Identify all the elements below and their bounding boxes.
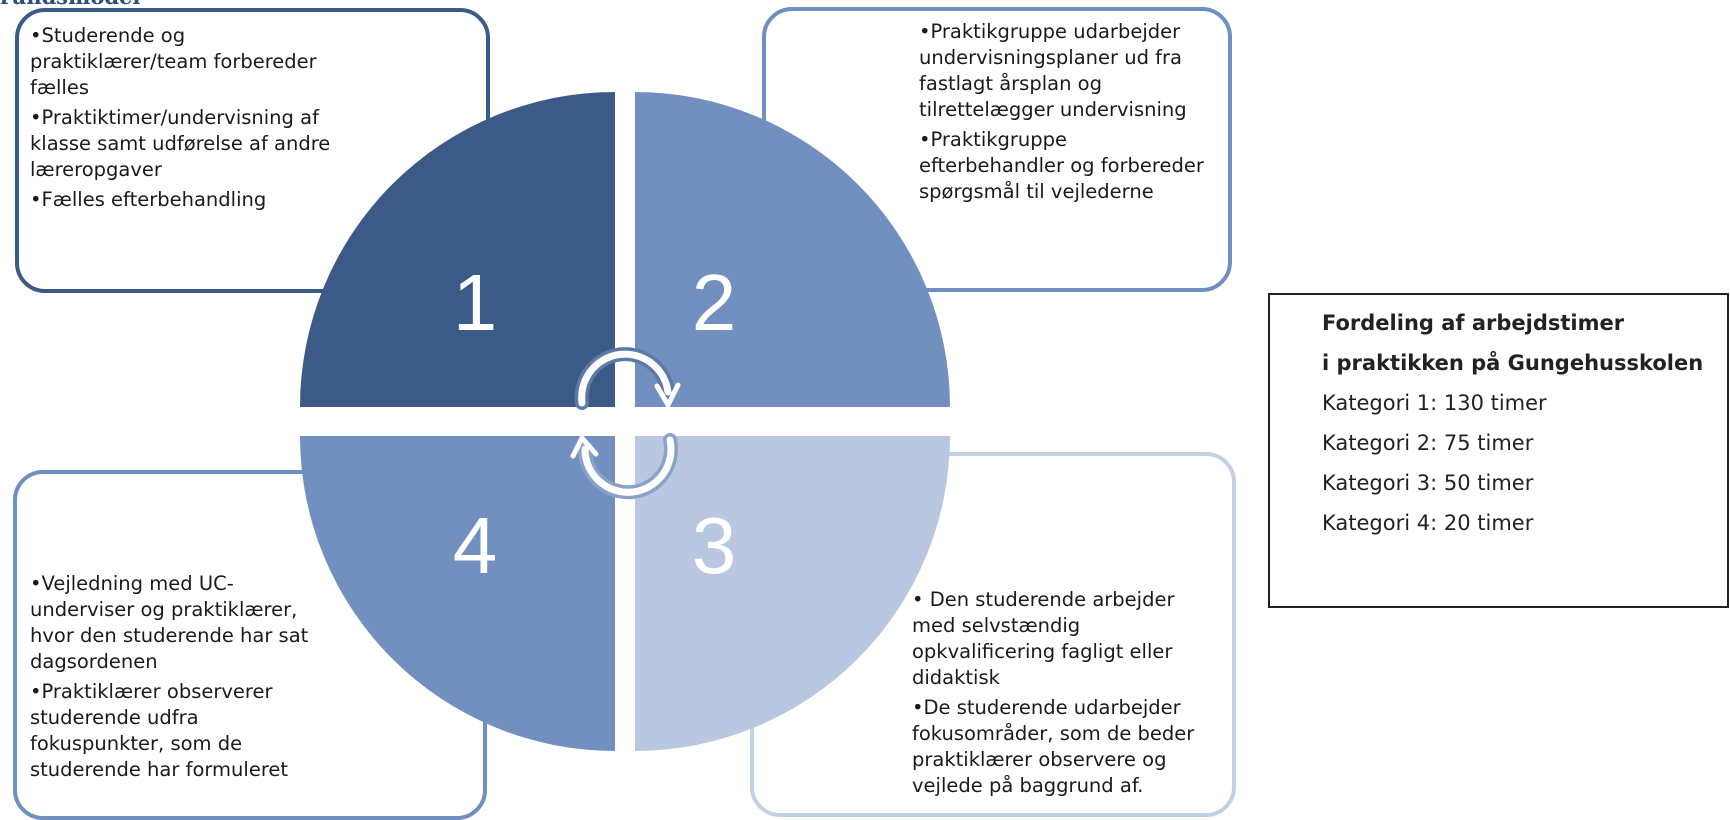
quadrant-2-bullet: •Praktikgruppe efterbehandler og forbere…: [919, 128, 1204, 203]
category-3-hours: Kategori 3: 50 timer: [1322, 471, 1534, 495]
quadrant-4-text: •Vejledning med UC-underviser og praktik…: [30, 571, 330, 787]
quadrant-3-bullet: • Den studerende arbejder med selvstændi…: [912, 588, 1175, 689]
quadrant-2-number: 2: [692, 258, 737, 347]
quadrant-4-number: 4: [453, 501, 498, 590]
quadrant-3-bullet: •De studerende udarbejder fokusområder, …: [912, 696, 1195, 797]
quadrant-2-bullet: •Praktikgruppe udarbejder undervisningsp…: [919, 20, 1187, 121]
quadrant-4-bullet: •Praktiklærer observerer studerende udfr…: [30, 680, 289, 781]
quadrant-1-number: 1: [453, 258, 498, 347]
quadrant-1-bullet: •Fælles efterbehandling: [30, 188, 267, 211]
quadrant-1-sector: [300, 92, 615, 407]
quadrant-3-text: • Den studerende arbejder med selvstændi…: [912, 587, 1202, 803]
quadrant-1-bullet: •Studerende og praktiklærer/team forbere…: [30, 24, 317, 99]
category-2-hours: Kategori 2: 75 timer: [1322, 431, 1534, 455]
category-1-hours: Kategori 1: 130 timer: [1322, 391, 1547, 415]
quadrant-4-bullet: •Vejledning med UC-underviser og praktik…: [30, 572, 309, 673]
info-heading-line-2: i praktikken på Gungehusskolen: [1322, 351, 1704, 375]
quadrant-3-number: 3: [692, 501, 737, 590]
hours-distribution-box: Fordeling af arbejdstimer i praktikken p…: [1268, 293, 1729, 608]
quadrant-1-bullet: •Praktiktimer/undervisning af klasse sam…: [30, 106, 331, 181]
info-heading-line-1: Fordeling af arbejdstimer: [1322, 311, 1625, 335]
category-4-hours: Kategori 4: 20 timer: [1322, 511, 1534, 535]
quadrant-2-text: •Praktikgruppe udarbejder undervisningsp…: [919, 19, 1209, 209]
header-title-fragment: rundsmodel: [0, 0, 140, 8]
quadrant-2-sector: [635, 92, 950, 407]
quadrant-4-sector: [300, 436, 615, 751]
quadrant-1-text: •Studerende og praktiklærer/team forbere…: [30, 23, 350, 217]
quadrant-3-sector-fill: [635, 436, 950, 751]
circular-arrows-icon: [570, 347, 681, 500]
